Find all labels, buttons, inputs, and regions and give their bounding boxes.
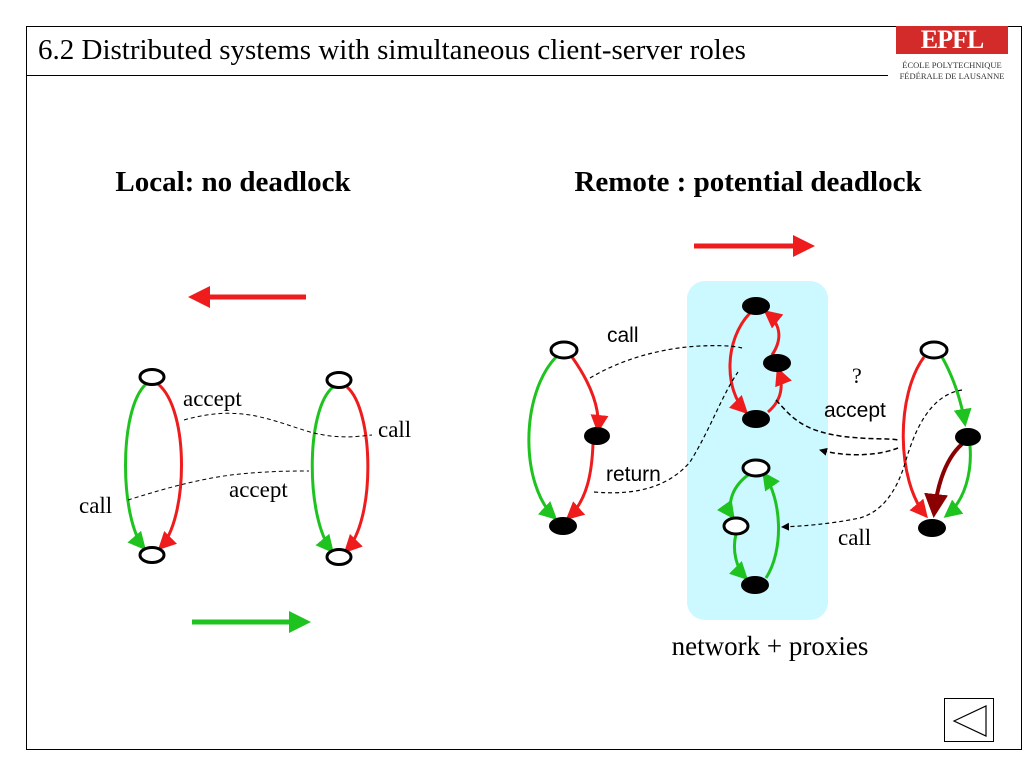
node-filled xyxy=(584,427,610,445)
local-link-lower xyxy=(127,470,310,501)
node-open xyxy=(741,458,771,478)
red-direction-arrow-left xyxy=(188,286,306,308)
local-label-call-left: call xyxy=(79,493,112,518)
epfl-logo: EPFL ÉCOLE POLYTECHNIQUE FÉDÉRALE DE LAU… xyxy=(896,26,1008,86)
title-underline xyxy=(26,75,888,76)
back-triangle-icon xyxy=(952,705,987,737)
remote-process-right xyxy=(901,340,981,537)
node-open xyxy=(325,371,353,389)
local-label-call-right: call xyxy=(378,417,411,442)
node-filled xyxy=(741,576,769,594)
back-button[interactable] xyxy=(944,698,994,742)
remote-heading: Remote : potential deadlock xyxy=(574,166,922,198)
remote-label-accept: accept xyxy=(824,399,886,422)
remote-link-call-right xyxy=(781,389,963,531)
remote-link-accept xyxy=(775,399,899,441)
local-label-accept-mid: accept xyxy=(229,477,288,502)
red-direction-arrow-right xyxy=(694,235,815,257)
proxy-lower xyxy=(716,458,781,594)
node-open xyxy=(138,368,166,386)
node-open xyxy=(549,340,579,360)
remote-label-call-bottom: call xyxy=(838,525,871,550)
local-heading: Local: no deadlock xyxy=(115,166,351,198)
logo-line-1: ÉCOLE POLYTECHNIQUE xyxy=(902,60,1002,70)
node-open xyxy=(919,340,949,360)
slide-title: 6.2 Distributed systems with simultaneou… xyxy=(38,34,746,66)
node-filled xyxy=(763,354,791,372)
remote-label-question: ? xyxy=(852,363,862,388)
node-filled xyxy=(955,428,981,446)
node-open xyxy=(722,516,750,536)
remote-process-left xyxy=(527,340,610,535)
local-process-a xyxy=(124,368,183,564)
slide-frame xyxy=(26,26,1022,750)
proxy-upper xyxy=(728,297,792,428)
local-process-b xyxy=(310,371,370,566)
remote-label-return: return xyxy=(606,463,661,486)
remote-label-call-top: call xyxy=(607,324,639,347)
node-open xyxy=(325,548,353,566)
node-open xyxy=(138,546,166,564)
remote-link-call xyxy=(589,345,743,379)
network-proxies-box xyxy=(687,281,828,620)
local-link-upper xyxy=(183,412,373,438)
remote-link-return xyxy=(593,371,739,494)
node-filled xyxy=(549,517,577,535)
node-filled xyxy=(742,297,770,315)
remote-link-accept-back xyxy=(819,447,899,456)
logo-line-2: FÉDÉRALE DE LAUSANNE xyxy=(899,71,1005,81)
green-direction-arrow-right xyxy=(192,611,311,633)
node-filled xyxy=(742,410,770,428)
local-label-accept-top: accept xyxy=(183,386,242,411)
logo-mark: EPFL xyxy=(896,26,1008,54)
node-filled xyxy=(918,519,946,537)
network-proxies-label: network + proxies xyxy=(672,631,869,661)
